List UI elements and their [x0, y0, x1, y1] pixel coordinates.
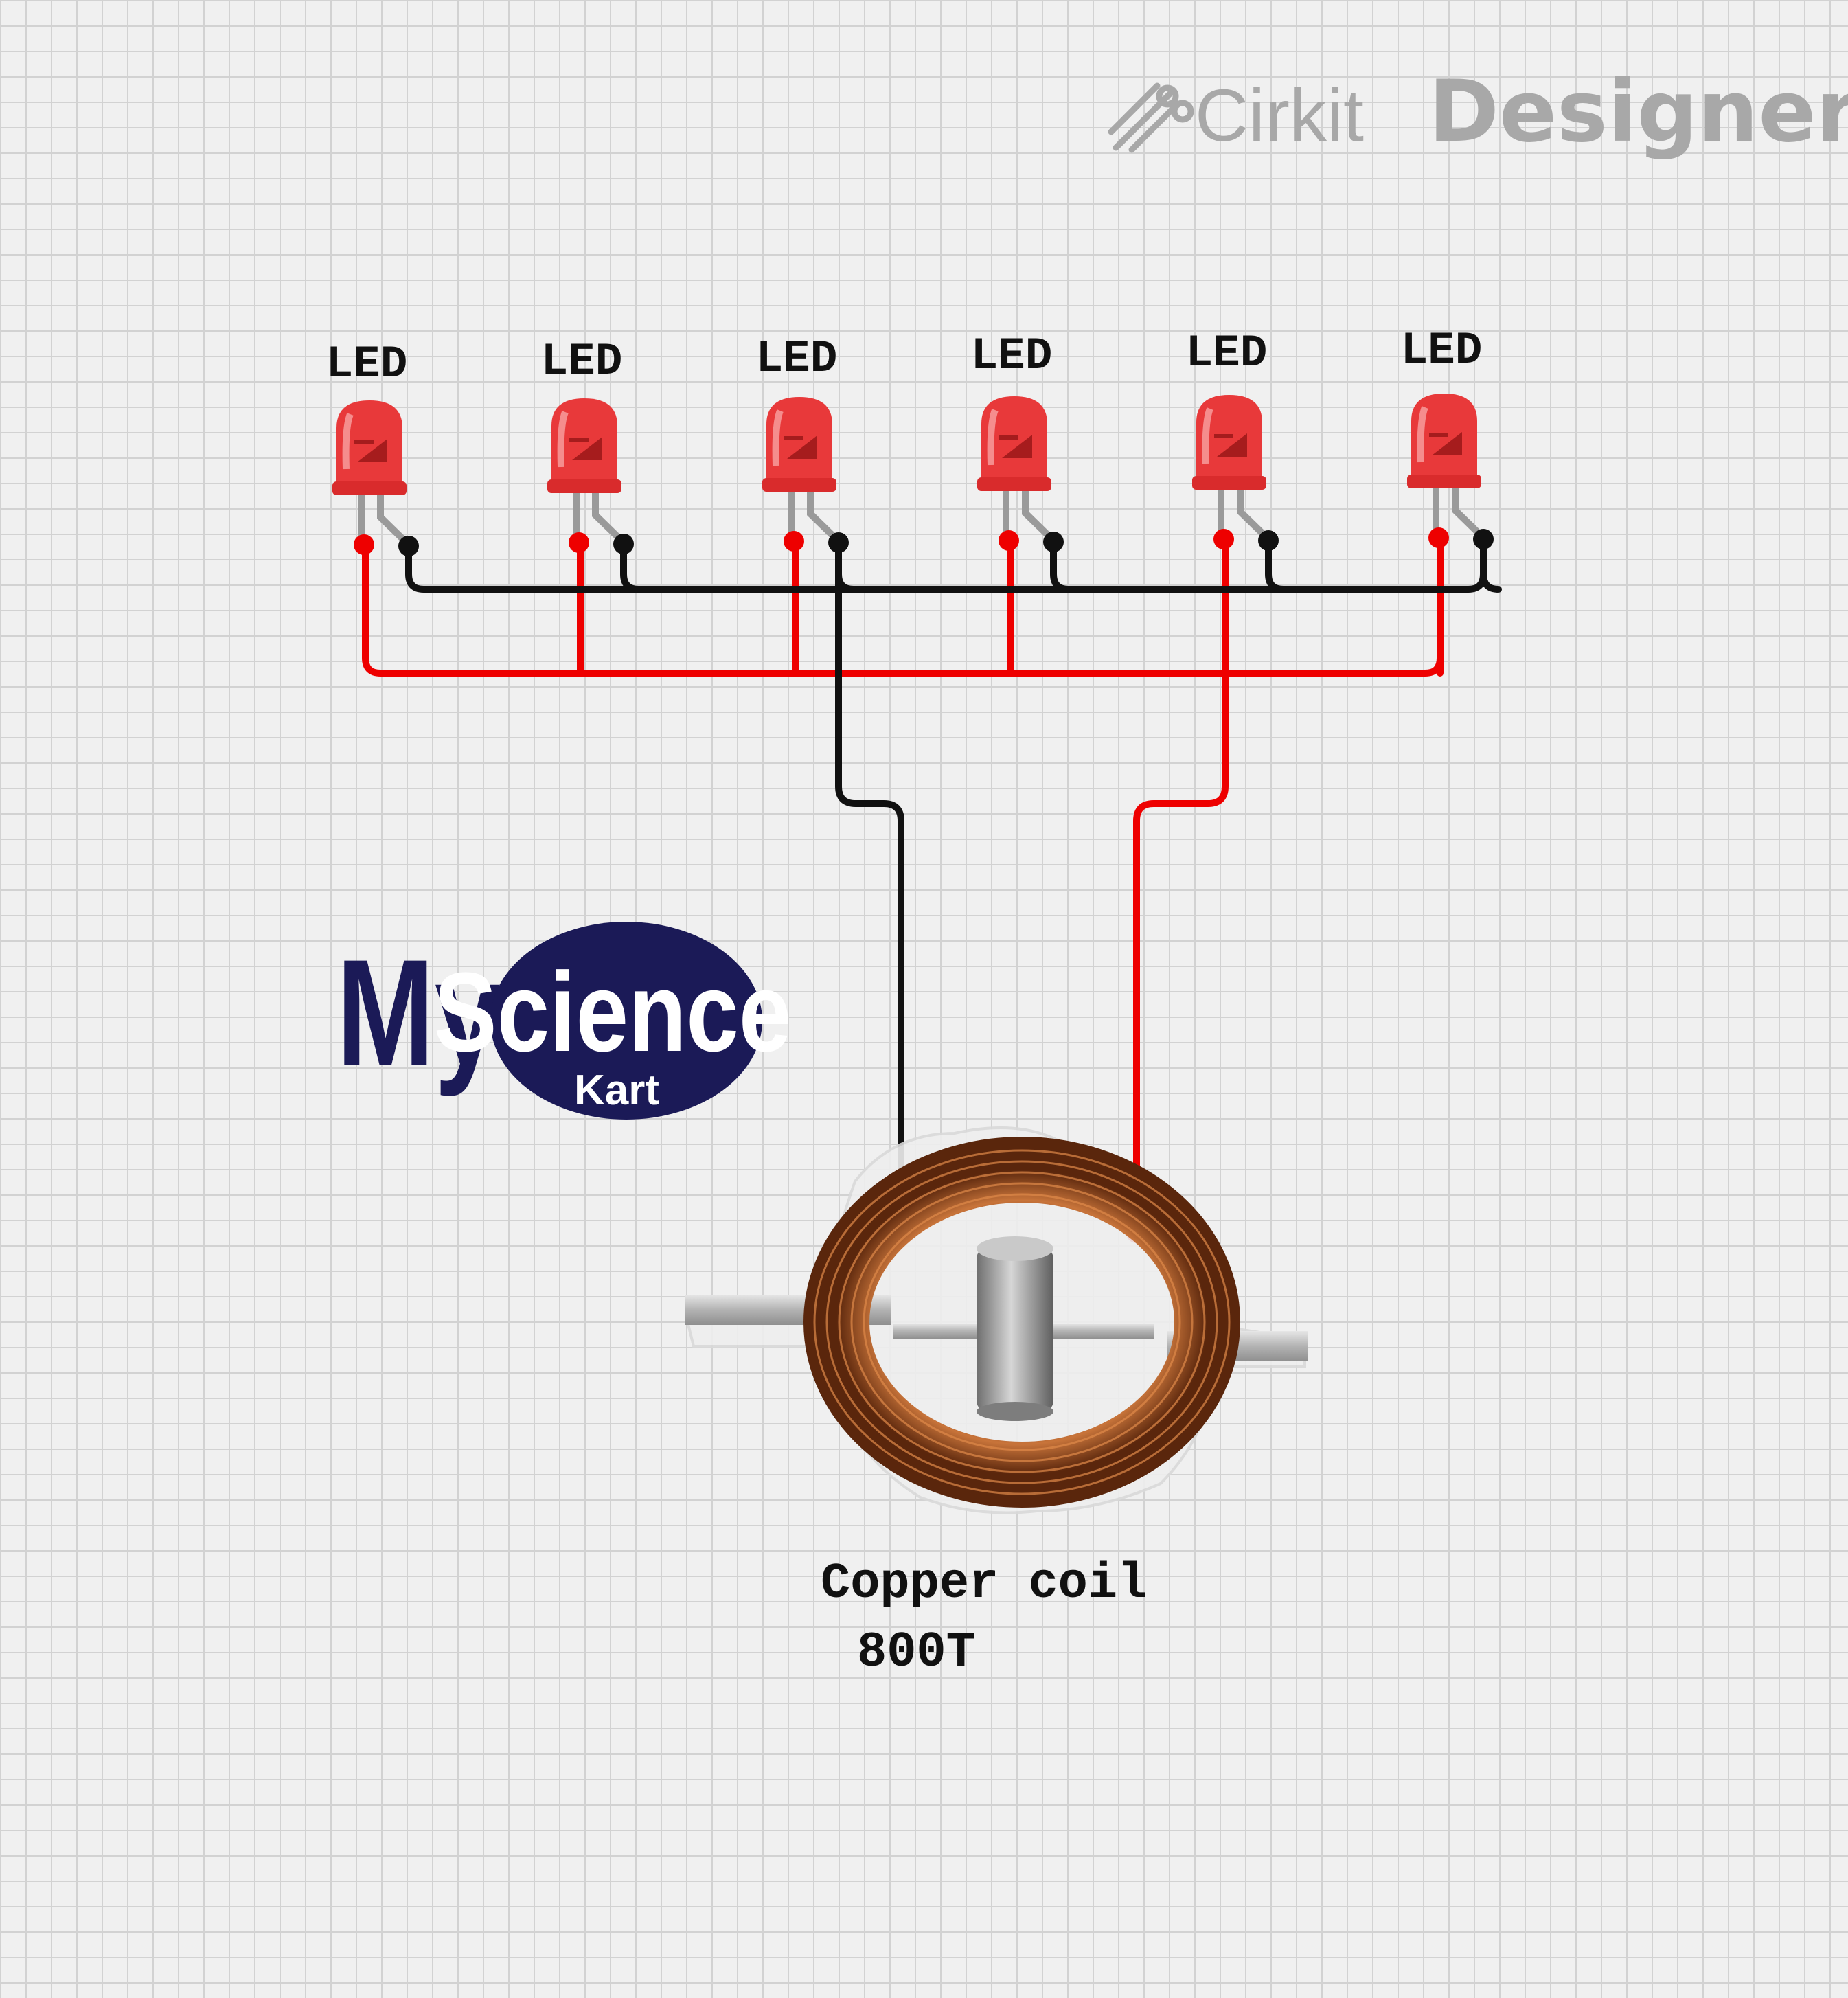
- led[interactable]: LED: [1401, 325, 1494, 549]
- led-cathode-pin[interactable]: [613, 534, 634, 554]
- led[interactable]: LED: [326, 339, 419, 556]
- myscience-kart-logo: My Science Kart: [336, 922, 792, 1120]
- led-rim: [1192, 476, 1266, 490]
- led-anvil: [1002, 435, 1032, 458]
- led-anvil: [1217, 433, 1247, 457]
- led[interactable]: LED: [1186, 328, 1279, 551]
- led-anvil: [572, 437, 602, 460]
- cirkit-designer-watermark: Cirkit Designer: [1108, 63, 1848, 161]
- led-body: [1196, 395, 1262, 484]
- led-body: [981, 396, 1047, 486]
- led[interactable]: LED: [756, 333, 849, 553]
- coil-label-line1: Copper coil: [821, 1556, 1147, 1612]
- led-anode-pin[interactable]: [354, 534, 374, 555]
- led-cathode-lead: [1452, 481, 1486, 541]
- led-cathode-lead: [1022, 484, 1056, 543]
- led-body: [766, 397, 832, 486]
- led-highlight: [772, 409, 784, 466]
- led-rim: [332, 481, 407, 495]
- led-cathode-pin[interactable]: [828, 532, 849, 553]
- negative-wire[interactable]: [405, 543, 1502, 1236]
- led-highlight: [342, 413, 354, 470]
- led-rim: [762, 478, 836, 492]
- copper-coil: [685, 1126, 1308, 1514]
- logo-oval: [490, 922, 762, 1120]
- led-cathode-lead: [807, 485, 841, 544]
- led-body: [551, 398, 617, 488]
- watermark-product: Designer: [1428, 63, 1848, 161]
- led-anode-pin[interactable]: [1428, 527, 1449, 548]
- led-highlight: [1417, 406, 1428, 463]
- led-rim: [547, 479, 621, 493]
- led-anode-pin[interactable]: [999, 530, 1019, 551]
- logo-word-kart: Kart: [574, 1067, 659, 1114]
- led-anvil: [357, 439, 387, 462]
- led-anvil: [787, 435, 817, 459]
- logo-word-my: My: [336, 927, 500, 1096]
- led-highlight: [557, 411, 569, 468]
- logo-word-science: Science: [434, 950, 792, 1076]
- led-anode-pin[interactable]: [569, 532, 589, 553]
- led-body: [336, 400, 402, 490]
- led-layer: LED LED LED LED LED LED: [326, 325, 1494, 556]
- led[interactable]: LED: [971, 330, 1064, 552]
- led-body: [1411, 394, 1477, 483]
- led-anode-pin[interactable]: [1213, 529, 1234, 549]
- led-cathode-lead: [1237, 483, 1271, 542]
- led-label: LED: [971, 330, 1053, 382]
- led-highlight: [987, 409, 999, 466]
- led-label: LED: [326, 339, 408, 390]
- led-label: LED: [541, 336, 623, 387]
- led-cathode-lead: [592, 486, 626, 545]
- led-cathode-pin[interactable]: [1473, 529, 1494, 549]
- led-label: LED: [1401, 325, 1483, 376]
- led-anode-pin[interactable]: [784, 531, 804, 552]
- led-rim: [1407, 475, 1481, 488]
- positive-wire[interactable]: [362, 541, 1444, 1236]
- led-label: LED: [1186, 328, 1268, 379]
- led-highlight: [1202, 407, 1213, 464]
- led-rim: [977, 477, 1051, 491]
- led-cathode-pin[interactable]: [1043, 532, 1064, 552]
- coil-label-line2: 800T: [857, 1624, 976, 1681]
- led-cathode-lead: [377, 488, 411, 547]
- coil-windings: [813, 1149, 1231, 1495]
- cirkit-logo-icon: [1108, 82, 1194, 153]
- led-cathode-pin[interactable]: [1258, 530, 1279, 551]
- led-label: LED: [756, 333, 838, 385]
- watermark-brand: Cirkit: [1195, 73, 1364, 157]
- led-cathode-pin[interactable]: [398, 536, 419, 556]
- led[interactable]: LED: [541, 336, 634, 554]
- magnet: [977, 1236, 1053, 1421]
- coil-ring: [803, 1137, 1240, 1508]
- led-anvil: [1432, 432, 1462, 455]
